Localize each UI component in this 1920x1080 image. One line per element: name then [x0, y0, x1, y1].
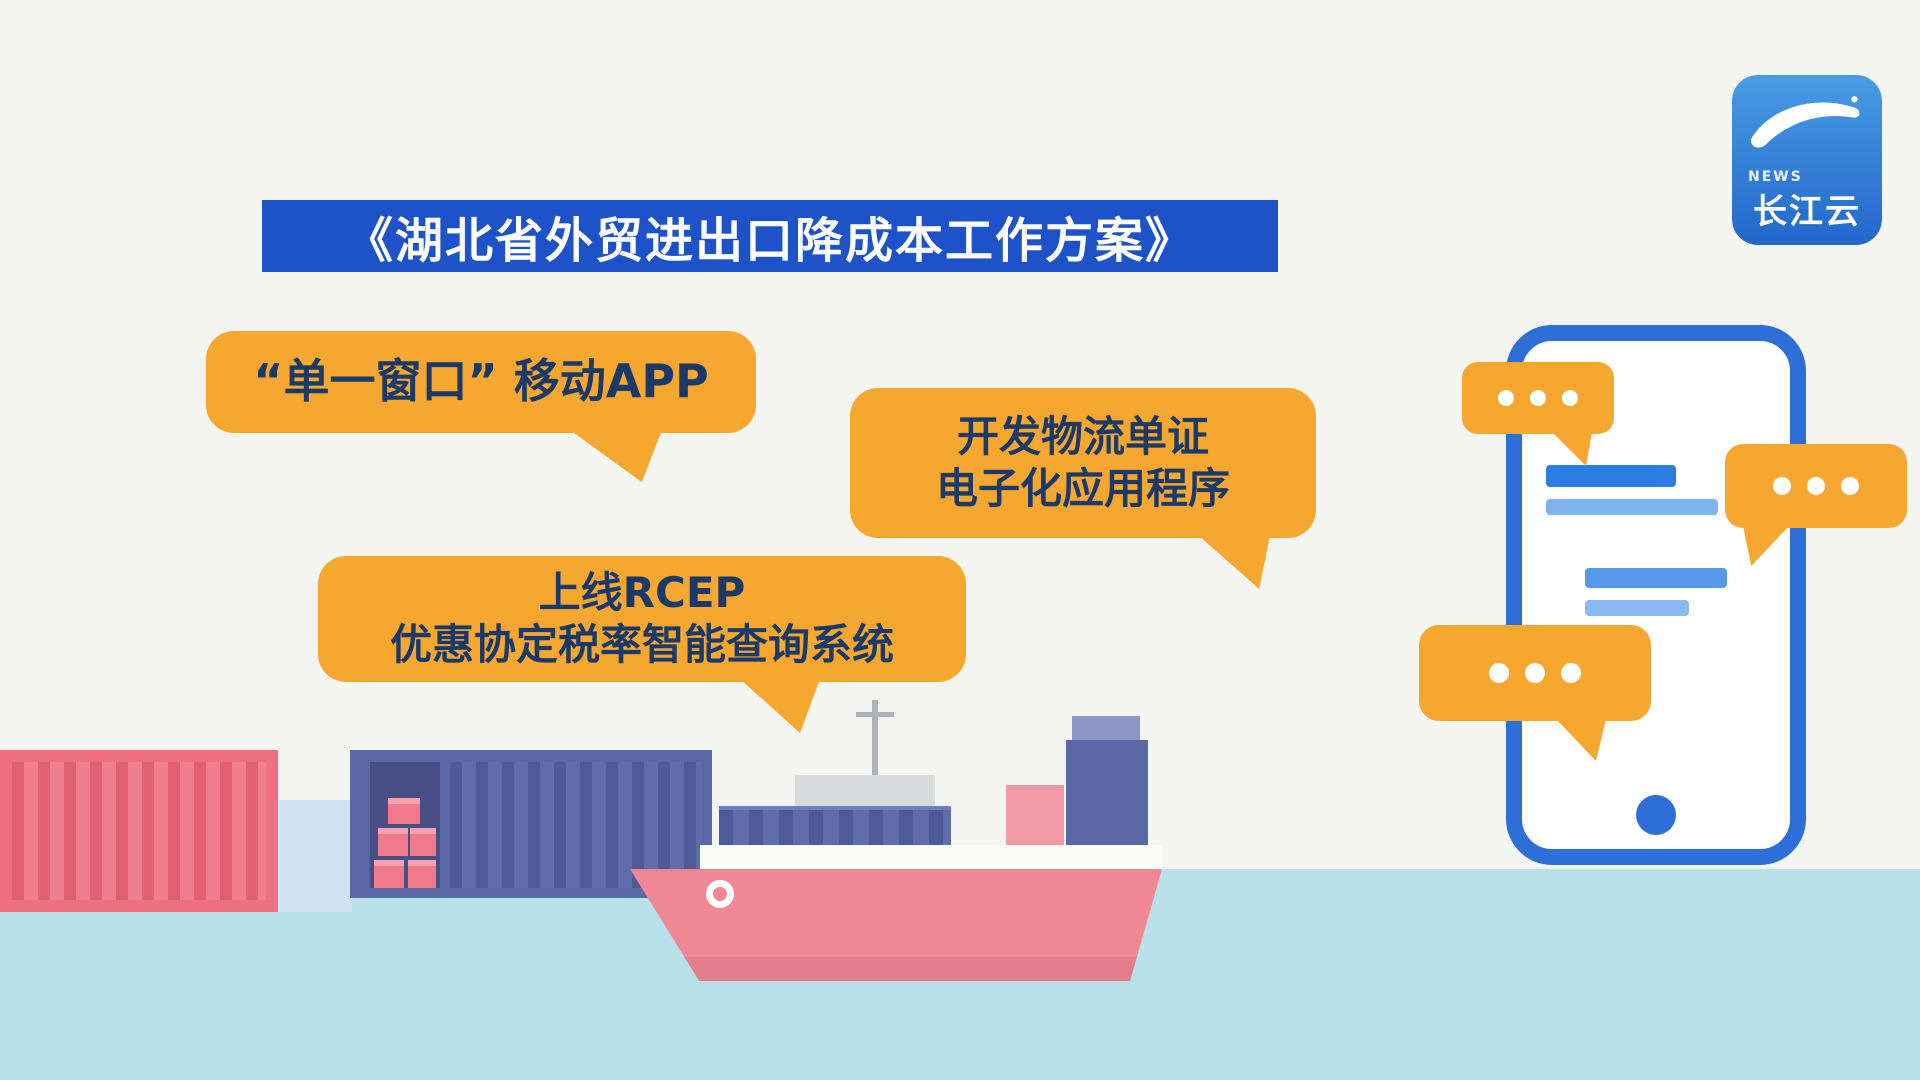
callout-single-window-app: “单一窗口” 移动APP [206, 331, 756, 433]
typing-dot [1562, 390, 1578, 406]
ship-mast [872, 700, 878, 778]
logo-news-label: NEWS [1748, 169, 1803, 185]
typing-dot [1498, 390, 1514, 406]
logo-channel-name: 长江云 [1753, 192, 1861, 232]
callout-text-line1: 上线RCEP [538, 567, 746, 617]
typing-dot [1841, 477, 1859, 495]
typing-dot [1530, 390, 1546, 406]
callout-text-line2: 优惠协定税率智能查询系统 [389, 620, 894, 669]
ship-platform [795, 775, 935, 807]
chat-text-bar [1585, 568, 1727, 588]
typing-bubble-bottom-left [1419, 625, 1651, 721]
typing-bubble-top-left [1462, 362, 1614, 434]
cargo-crate [374, 860, 404, 888]
callout-text: “单一窗口” 移动APP [253, 354, 709, 409]
ship-container-stack [719, 806, 951, 846]
typing-dot [1525, 663, 1545, 683]
cargo-crate [378, 828, 408, 856]
blue-shipping-container [350, 750, 712, 898]
phone-home-button [1636, 795, 1676, 835]
callout-tail [740, 679, 820, 733]
ship-cabin-indigo [1066, 740, 1148, 871]
headline-banner: 《湖北省外贸进出口降成本工作方案》 [262, 200, 1278, 272]
ship-mast-crossbar [856, 712, 894, 717]
container-corrugation [450, 762, 702, 888]
typing-bubble-right [1725, 444, 1907, 528]
typing-dot [1561, 663, 1581, 683]
channel-logo-badge: NEWS 长江云 [1732, 75, 1882, 245]
chat-text-bar [1546, 465, 1676, 487]
swoosh-bird-icon [1751, 96, 1860, 148]
callout-text-line2: 电子化应用程序 [935, 464, 1230, 513]
container-corrugation [12, 762, 266, 900]
callout-tail [1198, 535, 1270, 589]
cargo-crate [408, 860, 436, 888]
cargo-crate [388, 798, 420, 824]
callout-logistics-edocs: 开发物流单证 电子化应用程序 [850, 388, 1316, 538]
light-blue-container [278, 800, 352, 912]
chat-text-bar [1585, 600, 1689, 616]
chat-text-bar [1546, 499, 1718, 515]
red-shipping-container [0, 750, 278, 912]
typing-dot [1807, 477, 1825, 495]
ship-bridge-top [1072, 716, 1140, 742]
typing-dot [1773, 477, 1791, 495]
cargo-crate [410, 828, 436, 856]
typing-dot [1489, 663, 1509, 683]
callout-tail [570, 430, 662, 482]
headline-title: 《湖北省外贸进出口降成本工作方案》 [344, 213, 1195, 269]
ship-cabin-pink [1006, 785, 1064, 871]
ship-deck [700, 845, 1162, 871]
container-open-door-interior [370, 762, 440, 888]
callout-text-line1: 开发物流单证 [956, 411, 1209, 461]
callout-rcep-system: 上线RCEP 优惠协定税率智能查询系统 [318, 556, 966, 682]
